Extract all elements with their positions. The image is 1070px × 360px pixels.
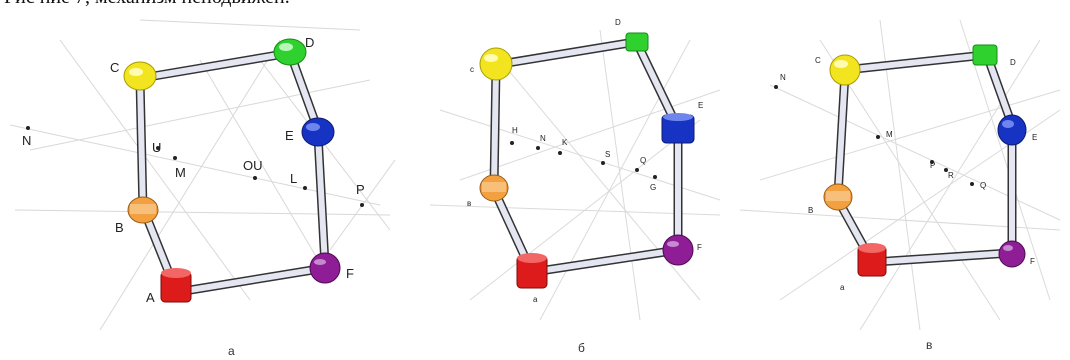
label-D: D: [305, 35, 314, 50]
label-F: F: [697, 243, 702, 252]
label-D: D: [1010, 58, 1016, 67]
joint-F: [309, 252, 341, 284]
label-OU: OU: [243, 158, 263, 173]
label-B: B: [808, 206, 813, 215]
panel-a: C D E F A B N U M OU L P а: [9, 19, 396, 358]
joint-C: [829, 54, 861, 86]
sublabel-v: в: [926, 338, 932, 352]
label-N: N: [540, 134, 546, 143]
label-H: H: [512, 126, 518, 135]
figure-caption: Рис ние 7, механизм неподвижен.: [4, 0, 290, 9]
label-K: K: [562, 138, 568, 147]
label-G: G: [650, 183, 656, 192]
points: [510, 141, 657, 179]
label-Q: Q: [640, 156, 646, 165]
label-P: P: [356, 182, 365, 197]
label-F: F: [1030, 257, 1035, 266]
label-M: M: [175, 165, 186, 180]
rods: [833, 50, 1017, 267]
joint-F: [998, 240, 1026, 268]
joint-C: [123, 61, 157, 91]
joint-A: [160, 268, 192, 303]
label-F: F: [346, 266, 354, 281]
label-a: a: [840, 283, 845, 292]
label-Q: Q: [980, 181, 986, 190]
label-E: E: [698, 101, 703, 110]
label-A: A: [146, 290, 155, 305]
joint-E: [301, 117, 335, 147]
joint-в: [479, 174, 509, 202]
label-C: C: [110, 60, 119, 75]
label-S: S: [605, 150, 610, 159]
label-в: в: [467, 199, 471, 208]
panel-b: c D E F a в H N K S Q G б: [429, 18, 721, 355]
points: [26, 126, 364, 207]
label-E: E: [1032, 133, 1037, 142]
joint-a: [516, 253, 548, 289]
label-R: R: [948, 171, 954, 180]
label-M: M: [886, 130, 893, 139]
joint-E: [997, 114, 1027, 146]
label-P: P: [930, 161, 935, 170]
label-L: L: [290, 171, 297, 186]
rods: [135, 48, 330, 297]
label-c: c: [470, 65, 474, 74]
label-D: D: [615, 18, 621, 27]
label-N: N: [22, 133, 31, 148]
joint-a: [857, 243, 887, 277]
label-B: B: [115, 220, 124, 235]
joint-B: [127, 196, 159, 224]
joint-B: [823, 183, 853, 211]
joint-D: [625, 32, 649, 52]
label-N: N: [780, 73, 786, 82]
points: [774, 85, 974, 186]
label-U: U: [152, 140, 161, 155]
label-C: C: [815, 56, 821, 65]
sublabel-a: а: [228, 344, 235, 358]
joint-F: [662, 234, 694, 266]
joint-c: [479, 47, 513, 81]
panel-v: C D E F a B N M R Q P в: [739, 19, 1061, 352]
joint-D: [273, 38, 307, 66]
label-E: E: [285, 128, 294, 143]
joint-E: [661, 113, 695, 144]
sublabel-b: б: [578, 341, 585, 355]
label-a: a: [533, 295, 538, 304]
joint-D: [972, 44, 998, 66]
